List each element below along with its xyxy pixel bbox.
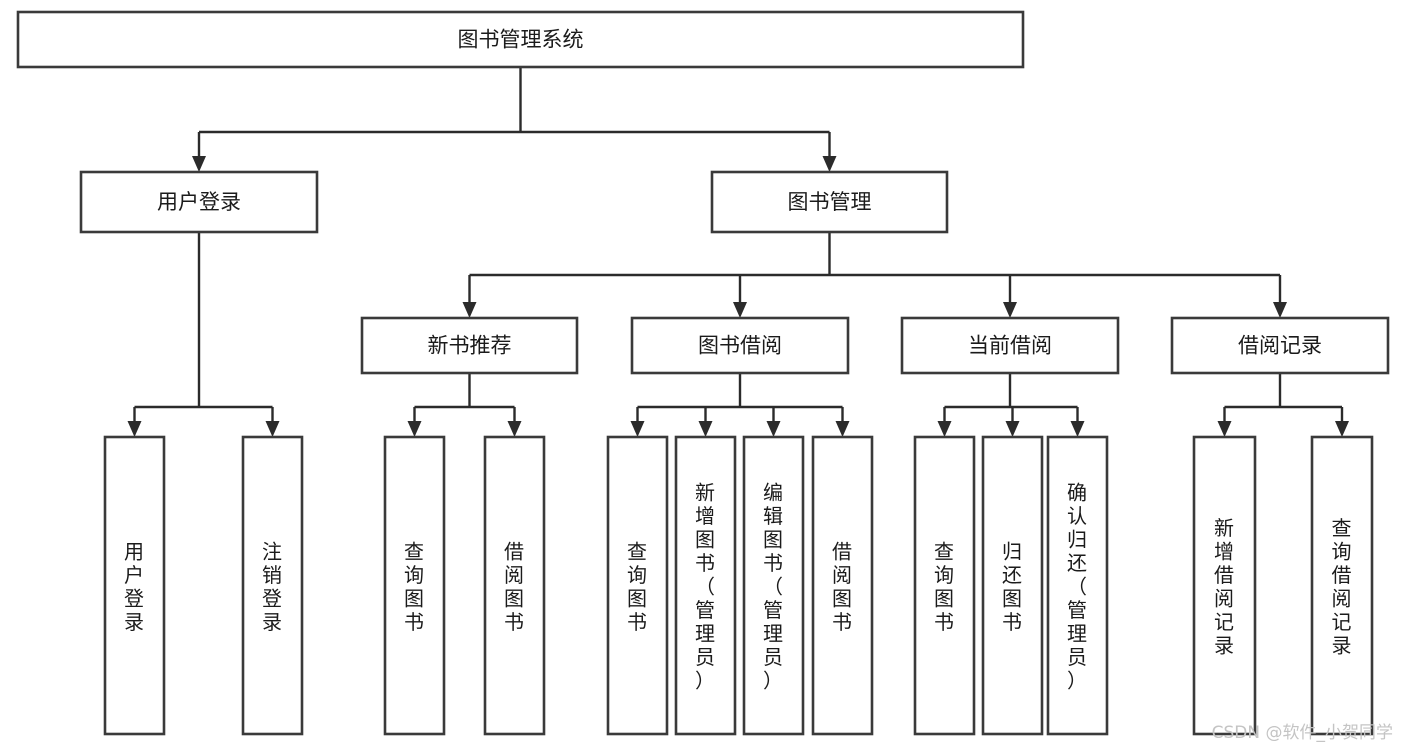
node-leaf-user-login[interactable]: 用户登录 <box>103 435 166 736</box>
connector-layer <box>127 67 1349 437</box>
conn-book-borrow-arrow-0 <box>630 421 645 437</box>
conn-book-manage-arrow-2 <box>1003 302 1017 318</box>
node-leaf-query-book-borrow[interactable]: 查询图书 <box>606 435 669 736</box>
node-box-leaf-borrow-book <box>811 435 874 736</box>
node-leaf-borrow-book[interactable]: 借阅图书 <box>811 435 874 736</box>
conn-book-borrow-arrow-3 <box>835 421 850 437</box>
node-label-current-borrow: 当前借阅 <box>968 334 1052 358</box>
node-box-leaf-edit-book-admin <box>742 435 805 736</box>
node-leaf-user-logout[interactable]: 注销登录 <box>241 435 304 736</box>
conn-new-book-recommend-arrow-1 <box>507 421 522 437</box>
node-label-leaf-return-book: 归还图书 <box>1002 539 1023 634</box>
node-box-book-borrow <box>630 316 850 375</box>
node-label-leaf-edit-book-admin: 编辑图书（管理员） <box>763 480 784 692</box>
conn-new-book-recommend-arrow-0 <box>407 421 422 437</box>
conn-current-borrow-arrow-2 <box>1070 421 1085 437</box>
node-label-leaf-borrow-book: 借阅图书 <box>832 539 853 634</box>
conn-borrow-record-arrow-1 <box>1335 421 1349 437</box>
node-leaf-query-book-rec[interactable]: 查询图书 <box>383 435 446 736</box>
conn-user-login-arrow-1 <box>265 421 280 437</box>
node-box-leaf-query-book-borrow <box>606 435 669 736</box>
node-label-leaf-query-book-borrow: 查询图书 <box>627 539 648 634</box>
conn-book-borrow-arrow-1 <box>698 421 713 437</box>
csdn-watermark: CSDN @软件_小贺同学 <box>1211 723 1393 743</box>
node-box-leaf-user-logout <box>241 435 304 736</box>
node-label-book-borrow: 图书借阅 <box>698 334 782 358</box>
node-layer: 图书管理系统用户登录图书管理新书推荐图书借阅当前借阅借阅记录用户登录注销登录查询… <box>16 10 1390 736</box>
node-box-leaf-query-book-current <box>913 435 976 736</box>
node-label-root: 图书管理系统 <box>458 28 584 52</box>
node-leaf-query-borrow-record[interactable]: 查询借阅记录 <box>1310 435 1374 736</box>
conn-current-borrow-arrow-1 <box>1005 421 1020 437</box>
conn-book-manage-arrow-3 <box>1273 302 1287 318</box>
node-leaf-add-book-admin[interactable]: 新增图书（管理员） <box>674 435 737 736</box>
node-leaf-query-book-current[interactable]: 查询图书 <box>913 435 976 736</box>
node-label-leaf-user-logout: 注销登录 <box>262 539 283 634</box>
node-box-borrow-record <box>1170 316 1390 375</box>
node-box-book-manage <box>710 170 949 234</box>
node-box-leaf-return-book <box>981 435 1044 736</box>
node-box-leaf-user-login <box>103 435 166 736</box>
node-leaf-return-book[interactable]: 归还图书 <box>981 435 1044 736</box>
node-root[interactable]: 图书管理系统 <box>16 10 1025 69</box>
node-label-book-manage: 图书管理 <box>788 190 872 214</box>
node-box-leaf-borrow-book-rec <box>483 435 546 736</box>
node-book-manage[interactable]: 图书管理 <box>710 170 949 234</box>
conn-current-borrow-arrow-0 <box>937 421 952 437</box>
node-box-leaf-add-book-admin <box>674 435 737 736</box>
node-leaf-confirm-return-admin[interactable]: 确认归还（管理员） <box>1046 435 1109 736</box>
conn-borrow-record-arrow-0 <box>1217 421 1232 437</box>
node-label-leaf-confirm-return-admin: 确认归还（管理员） <box>1067 480 1088 692</box>
node-box-user-login <box>79 170 319 234</box>
conn-book-manage-arrow-0 <box>462 302 477 318</box>
node-box-current-borrow <box>900 316 1120 375</box>
node-box-leaf-add-borrow-record <box>1192 435 1257 736</box>
node-leaf-edit-book-admin[interactable]: 编辑图书（管理员） <box>742 435 805 736</box>
node-label-leaf-add-book-admin: 新增图书（管理员） <box>695 480 716 692</box>
node-label-leaf-query-book-current: 查询图书 <box>934 539 955 634</box>
conn-book-borrow-arrow-2 <box>766 421 781 437</box>
node-user-login[interactable]: 用户登录 <box>79 170 319 234</box>
node-box-leaf-confirm-return-admin <box>1046 435 1109 736</box>
node-box-new-book-recommend <box>360 316 579 375</box>
node-leaf-add-borrow-record[interactable]: 新增借阅记录 <box>1192 435 1257 736</box>
node-box-leaf-query-borrow-record <box>1310 435 1374 736</box>
node-current-borrow[interactable]: 当前借阅 <box>900 316 1120 375</box>
node-label-leaf-borrow-book-rec: 借阅图书 <box>504 539 525 634</box>
conn-root-arrow-0 <box>192 156 206 172</box>
node-label-leaf-query-book-rec: 查询图书 <box>404 539 425 634</box>
node-label-leaf-user-login: 用户登录 <box>124 539 145 634</box>
conn-user-login-arrow-0 <box>127 421 142 437</box>
conn-root-arrow-1 <box>822 156 837 172</box>
node-label-borrow-record: 借阅记录 <box>1238 334 1322 358</box>
node-label-user-login: 用户登录 <box>157 190 241 214</box>
conn-book-manage-arrow-1 <box>733 302 747 318</box>
node-new-book-recommend[interactable]: 新书推荐 <box>360 316 579 375</box>
node-label-leaf-add-borrow-record: 新增借阅记录 <box>1214 515 1235 657</box>
node-leaf-borrow-book-rec[interactable]: 借阅图书 <box>483 435 546 736</box>
node-label-leaf-query-borrow-record: 查询借阅记录 <box>1332 515 1353 657</box>
node-label-new-book-recommend: 新书推荐 <box>428 334 512 358</box>
node-box-leaf-query-book-rec <box>383 435 446 736</box>
node-box-root <box>16 10 1025 69</box>
node-book-borrow[interactable]: 图书借阅 <box>630 316 850 375</box>
node-borrow-record[interactable]: 借阅记录 <box>1170 316 1390 375</box>
